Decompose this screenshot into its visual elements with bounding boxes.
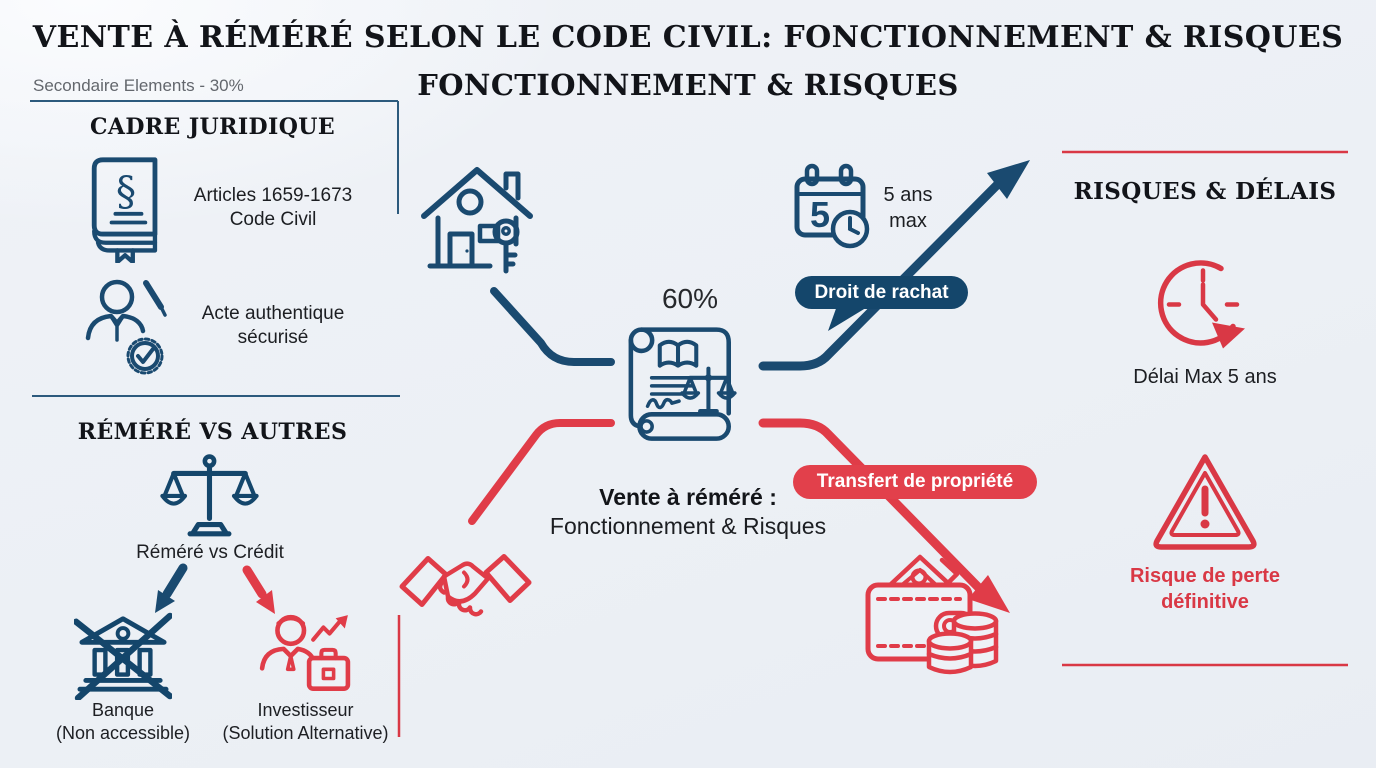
articles-line2: Code Civil <box>229 209 317 230</box>
contract-to-transfert-line <box>758 418 985 594</box>
risque-perte-label: Risque de perte définitive <box>1100 563 1310 615</box>
center-caption-line1: Vente à réméré : <box>599 484 777 510</box>
acte-line2: sécurisé <box>237 327 309 348</box>
history-arrowhead <box>1212 322 1245 349</box>
transfert-arrowhead-icon <box>968 575 1010 613</box>
investisseur-label: Investisseur (Solution Alternative) <box>213 699 398 745</box>
transfert-propriete-badge: Transfert de propriété <box>793 465 1037 499</box>
rachat-badge-tail <box>828 303 874 331</box>
risque-line1: Risque de perte <box>1129 565 1281 587</box>
secondary-elements-label: Secondaire Elements - 30% <box>33 76 244 95</box>
clock-history-icon <box>1157 260 1245 349</box>
articles-line1: Articles 1659-1673 <box>193 185 353 206</box>
house-key-icon <box>421 167 533 274</box>
exclamation-dot <box>1200 519 1210 529</box>
contract-scroll-icon <box>628 327 737 441</box>
right-panel-rules <box>397 150 1348 737</box>
delai-max-label: Délai Max 5 ans <box>1133 366 1277 388</box>
banque-line1: Banque <box>91 700 155 720</box>
left-panel-border <box>30 100 400 397</box>
banque-label: Banque (Non accessible) <box>33 699 213 745</box>
to-investor-arrow-icon <box>242 565 267 599</box>
scale-pivot <box>703 372 714 383</box>
rachat-arrowhead-icon <box>987 160 1030 199</box>
banque-line2: (Non accessible) <box>55 723 191 743</box>
articles-text: Articles 1659-1673 Code Civil <box>183 184 363 232</box>
handshake-icon <box>399 554 532 617</box>
bank-crossed-icon <box>74 612 172 700</box>
contract-to-handshake-line <box>468 419 615 525</box>
to-bank-arrowhead-icon <box>155 590 175 613</box>
main-title-line2: FONCTIONNEMENT & RISQUES <box>417 68 959 102</box>
wallet-money-icon <box>865 554 999 675</box>
main-title-line1: VENTE À RÉMÉRÉ SELON LE CODE CIVIL: FONC… <box>32 20 1344 55</box>
calendar-clock-icon: 5 <box>794 163 870 249</box>
cadre-juridique-title: CADRE JURIDIQUE <box>89 114 336 140</box>
house-to-contract-line <box>490 287 615 366</box>
duration-line2: max <box>889 210 927 232</box>
droit-de-rachat-badge: Droit de rachat <box>795 276 968 309</box>
center-caption-line2: Fonctionnement & Risques <box>549 513 827 539</box>
remere-vs-autres-title: RÉMÉRÉ VS AUTRES <box>77 419 348 445</box>
duration-label: 5 ans max <box>872 182 944 234</box>
notary-seal-icon <box>85 279 167 375</box>
contract-to-rachat-line <box>758 177 1005 371</box>
scales-icon <box>160 454 259 537</box>
warning-triangle-icon <box>1153 454 1257 550</box>
calendar-day-number: 5 <box>810 194 830 235</box>
growth-arrowhead <box>335 615 348 629</box>
to-bank-arrow-icon <box>162 563 188 599</box>
acte-text: Acte authentique sécurisé <box>183 302 363 350</box>
duration-line1: 5 ans <box>883 184 933 206</box>
law-book-icon: § <box>91 157 158 263</box>
cross-out-x <box>74 612 172 700</box>
risque-line2: définitive <box>1161 591 1249 613</box>
investisseur-line2: (Solution Alternative) <box>222 723 389 743</box>
clock-hands <box>848 216 860 235</box>
remere-vs-credit-label: Réméré vs Crédit <box>136 542 284 563</box>
investisseur-line1: Investisseur <box>257 700 354 720</box>
investor-icon <box>259 614 351 692</box>
acte-line1: Acte authentique <box>201 303 345 324</box>
paragraph-symbol: § <box>116 167 136 215</box>
risques-delais-title: RISQUES & DÉLAIS <box>1073 178 1337 205</box>
to-investor-arrowhead-icon <box>256 590 275 614</box>
percent-label: 60% <box>661 283 719 314</box>
